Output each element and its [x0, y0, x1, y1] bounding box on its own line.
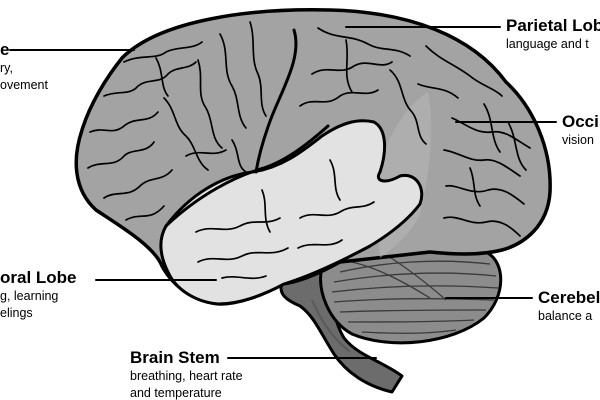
leader-lines: [9, 26, 557, 359]
label-occipital-lobe: Occi vision: [562, 112, 599, 149]
temporal-lobe-desc: g, learning elings: [0, 289, 59, 320]
temporal-lobe: [159, 119, 424, 306]
occipital-lobe-title: Occi: [562, 112, 599, 131]
parietal-lobe-title: Parietal Lob: [506, 16, 600, 35]
label-brain-stem: Brain Stem breathing, heart rate and tem…: [130, 348, 243, 400]
brain-stem-title: Brain Stem: [130, 348, 220, 367]
frontal-lobe-desc: ry, ovement: [0, 61, 48, 92]
occipital-lobe-desc: vision: [562, 133, 594, 147]
brain-stem-desc: breathing, heart rate and temperature: [130, 369, 243, 400]
brain-stem-shade: [311, 299, 351, 353]
cerebellum-title: Cerebel: [538, 288, 600, 307]
cerebellum-desc: balance a: [538, 309, 593, 323]
label-temporal-lobe: oral Lobe g, learning elings: [0, 268, 77, 322]
label-frontal-lobe: e ry, ovement: [0, 40, 48, 94]
label-parietal-lobe: Parietal Lob language and t: [506, 16, 600, 53]
major-fissures: [164, 28, 330, 228]
parietal-lobe-desc: language and t: [506, 37, 589, 51]
label-cerebellum: Cerebel balance a: [538, 288, 600, 325]
gyri-lines: [87, 21, 531, 280]
frontal-lobe-title: e: [0, 40, 10, 59]
temporal-lobe-title: oral Lobe: [0, 268, 77, 287]
cerebellum-folia: [331, 255, 499, 334]
